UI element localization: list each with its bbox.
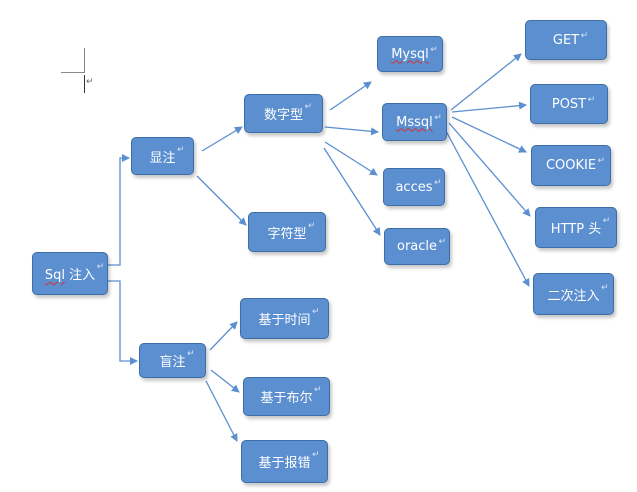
edge-num-to-oracle: [323, 147, 381, 236]
edge-xian-to-str: [196, 175, 247, 226]
node-mang[interactable]: 盲注↵: [139, 343, 206, 378]
paragraph-mark-icon: ↵: [86, 77, 94, 87]
paragraph-mark-icon: ↵: [311, 450, 320, 460]
edge-num-to-acces: [324, 141, 378, 176]
paragraph-mark-icon: ↵: [433, 177, 442, 188]
node-label: oracle↵: [396, 237, 447, 254]
node-label: 盲注↵: [159, 349, 195, 370]
paragraph-mark-icon: ↵: [176, 144, 185, 155]
paragraph-mark-icon: ↵: [311, 307, 320, 317]
paragraph-mark-icon: ↵: [304, 102, 312, 112]
node-error[interactable]: 基于报错↵: [241, 440, 328, 483]
node-label: 字符型↵: [267, 220, 316, 242]
node-num[interactable]: 数字型↵: [244, 94, 323, 133]
edge-mssql-to-http: [448, 122, 531, 217]
node-oracle[interactable]: oracle↵: [384, 228, 450, 265]
paragraph-mark-icon: ↵: [600, 282, 609, 293]
node-mysql[interactable]: Mysql↵: [377, 36, 443, 72]
node-post[interactable]: POST↵: [530, 84, 608, 124]
edge-num-to-mssql: [324, 126, 379, 136]
node-label: Mysql↵: [391, 44, 438, 62]
node-label: HTTP 头↵: [550, 216, 611, 237]
node-acces[interactable]: acces↵: [383, 168, 445, 206]
paragraph-mark-icon: ↵: [580, 30, 589, 41]
paragraph-mark-icon: ↵: [434, 112, 442, 123]
node-label: Mssql↵: [396, 112, 442, 130]
paragraph-mark-icon: ↵: [96, 262, 105, 272]
node-label: 数字型↵: [263, 102, 312, 123]
node-sql[interactable]: Sql 注入↵: [32, 252, 108, 295]
page-corner-mark: [61, 72, 85, 73]
node-label: 基于报错↵: [258, 450, 320, 471]
edge-xian-to-num: [201, 126, 243, 152]
paragraph-mark-icon: ↵: [186, 349, 195, 359]
node-label: 基于布尔↵: [260, 385, 322, 406]
node-label: COOKIE↵: [545, 156, 606, 173]
node-label: 二次注入↵: [547, 282, 609, 304]
paragraph-mark-icon: ↵: [602, 216, 611, 226]
edge-num-to-mysql: [329, 81, 372, 111]
paragraph-mark-icon: ↵: [313, 385, 322, 395]
edge-mssql-to-cookie: [451, 116, 527, 153]
edge-mssql-to-post: [451, 101, 527, 113]
node-http[interactable]: HTTP 头↵: [535, 207, 617, 248]
node-xian[interactable]: 显注↵: [131, 137, 194, 175]
edge-mssql-to-second: [445, 130, 530, 287]
node-label: acces↵: [395, 177, 442, 195]
node-label: Sql 注入↵: [44, 262, 105, 283]
paragraph-mark-icon: ↵: [597, 156, 606, 166]
edge-mang-to-error: [205, 380, 238, 442]
paragraph-mark-icon: ↵: [438, 237, 447, 247]
edge-mang-to-time: [209, 321, 238, 351]
text-cursor: [84, 75, 85, 93]
node-cookie[interactable]: COOKIE↵: [531, 145, 611, 186]
edge-mssql-to-get: [450, 53, 522, 111]
paragraph-mark-icon: ↵: [307, 220, 316, 231]
paragraph-mark-icon: ↵: [430, 44, 438, 55]
page-corner-mark: [84, 48, 85, 73]
node-label: 基于时间↵: [258, 307, 320, 328]
node-mssql[interactable]: Mssql↵: [382, 103, 447, 141]
paragraph-mark-icon: ↵: [587, 94, 596, 105]
node-bool[interactable]: 基于布尔↵: [243, 377, 330, 416]
edge-layer: [107, 53, 531, 442]
node-time[interactable]: 基于时间↵: [240, 298, 329, 339]
edge-sql-to-mang: [107, 280, 138, 365]
edge-mang-to-bool: [210, 369, 240, 393]
node-label: 显注↵: [149, 144, 185, 166]
node-get[interactable]: GET↵: [525, 20, 607, 60]
node-str[interactable]: 字符型↵: [248, 212, 326, 252]
node-label: POST↵: [551, 94, 596, 112]
node-label: GET↵: [552, 30, 589, 48]
edge-sql-to-xian: [107, 154, 130, 266]
node-second[interactable]: 二次注入↵: [533, 273, 614, 315]
